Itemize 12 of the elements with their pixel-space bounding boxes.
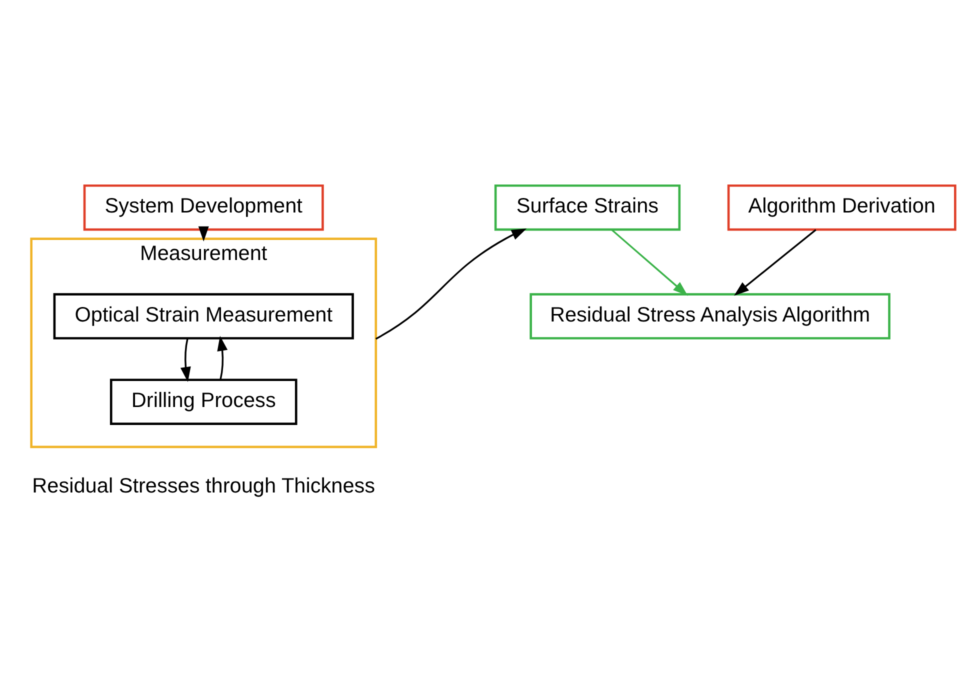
node-box: Residual Stress Analysis Algorithm — [530, 293, 890, 340]
arrow — [180, 338, 191, 382]
node-box: Algorithm Derivation — [727, 184, 956, 231]
arrow — [375, 228, 527, 340]
arrow — [734, 229, 816, 296]
label: Residual Stresses through Thickness — [32, 474, 376, 498]
node-box: Optical Strain Measurement — [53, 293, 354, 340]
arrow — [217, 336, 228, 380]
arrow — [198, 226, 209, 242]
node-box: Drilling Process — [110, 378, 298, 425]
node-box: Surface Strains — [494, 184, 681, 231]
arrow — [611, 229, 688, 296]
